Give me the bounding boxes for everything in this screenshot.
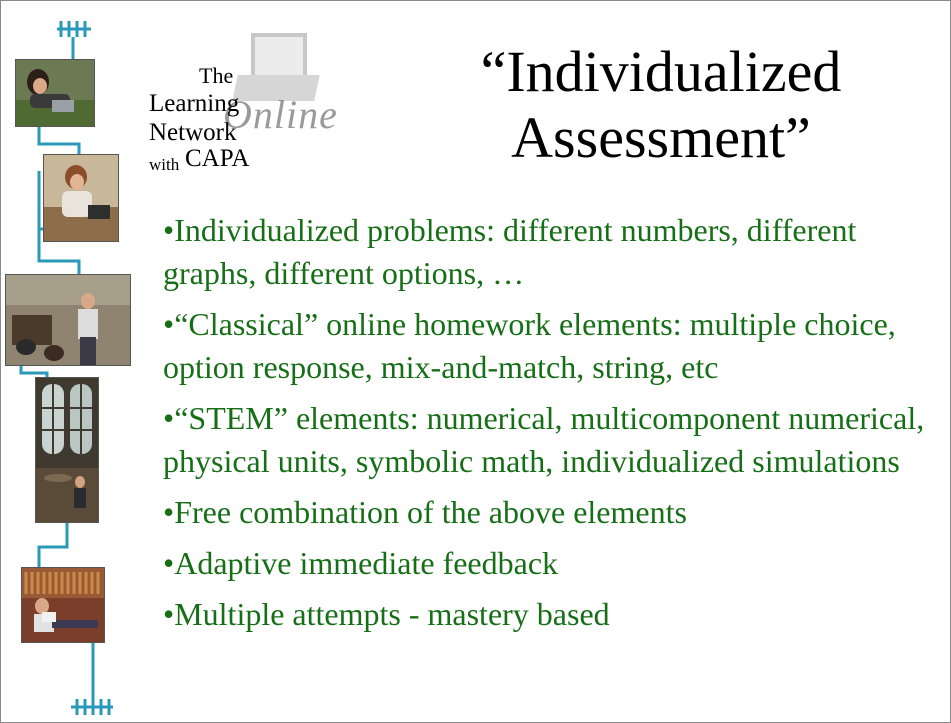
- bullet-text: “Classical” online homework elements: mu…: [163, 306, 896, 385]
- bullet-item: •Adaptive immediate feedback: [163, 542, 943, 585]
- title-line-2: Assessment”: [511, 105, 811, 170]
- loncapa-logo: Online The Learning Network with CAPA: [139, 27, 379, 207]
- title-line-1: “Individualized: [480, 39, 842, 104]
- slide-title: “Individualized Assessment”: [421, 39, 901, 171]
- top-connector-icon: [57, 21, 91, 37]
- bullet-item: •Individualized problems: different numb…: [163, 209, 943, 295]
- bullet-marker: •: [163, 212, 175, 248]
- bullet-text: Adaptive immediate feedback: [174, 545, 559, 581]
- bullet-item: •Free combination of the above elements: [163, 491, 943, 534]
- logo-monitor-icon: [251, 33, 307, 81]
- bullet-text: Free combination of the above elements: [174, 494, 687, 530]
- bullet-item: •“STEM” elements: numerical, multicompon…: [163, 397, 943, 483]
- photo-student-at-desk: [43, 154, 119, 242]
- bottom-connector-icon: [71, 699, 113, 715]
- photo-lecturer-classroom: [5, 274, 131, 366]
- bullet-marker: •: [163, 494, 175, 530]
- bullet-marker: •: [163, 545, 175, 581]
- bullet-marker: •: [163, 596, 175, 632]
- logo-learning-text: Learning: [149, 90, 240, 117]
- bullet-text: Multiple attempts - mastery based: [174, 596, 610, 632]
- bullet-text: Individualized problems: different numbe…: [163, 212, 857, 291]
- bullet-list: •Individualized problems: different numb…: [163, 209, 943, 644]
- photo-library-reading-room: [35, 377, 99, 523]
- photo-student-outdoors: [15, 59, 95, 127]
- bullet-text: “STEM” elements: numerical, multicompone…: [163, 400, 925, 479]
- decorative-rail: [1, 1, 141, 722]
- logo-network-text: Network: [149, 119, 237, 146]
- photo-student-reading: [21, 567, 105, 643]
- bullet-item: •Multiple attempts - mastery based: [163, 593, 943, 636]
- logo-capa-text: CAPA: [185, 145, 250, 172]
- bullet-marker: •: [163, 400, 175, 436]
- bullet-item: •“Classical” online homework elements: m…: [163, 303, 943, 389]
- bullet-marker: •: [163, 306, 175, 342]
- logo-the-text: The: [199, 63, 234, 88]
- logo-online-text: Online: [223, 92, 338, 137]
- logo-with-text: with: [149, 155, 180, 174]
- rail-lines: [19, 21, 113, 715]
